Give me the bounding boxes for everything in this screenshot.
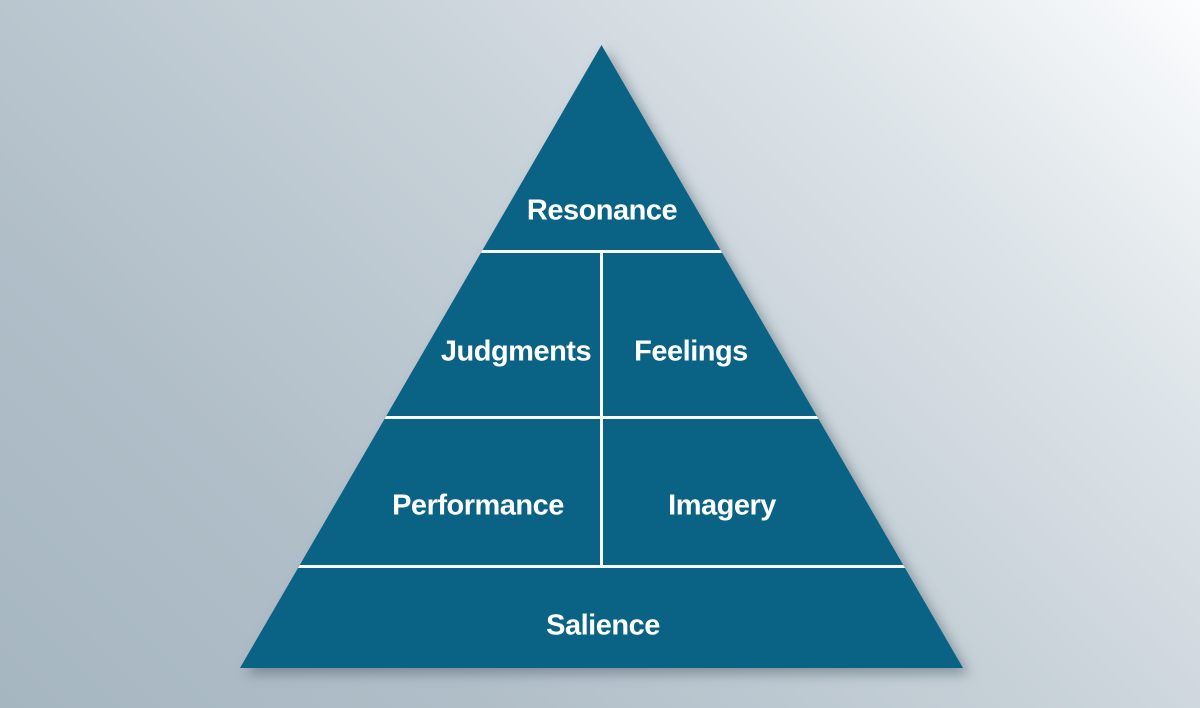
- label-resonance: Resonance: [526, 194, 678, 227]
- label-salience: Salience: [546, 609, 660, 642]
- label-feelings: Feelings: [634, 335, 748, 368]
- label-performance: Performance: [392, 489, 564, 522]
- label-judgments: Judgments: [440, 335, 592, 368]
- label-imagery: Imagery: [668, 489, 776, 522]
